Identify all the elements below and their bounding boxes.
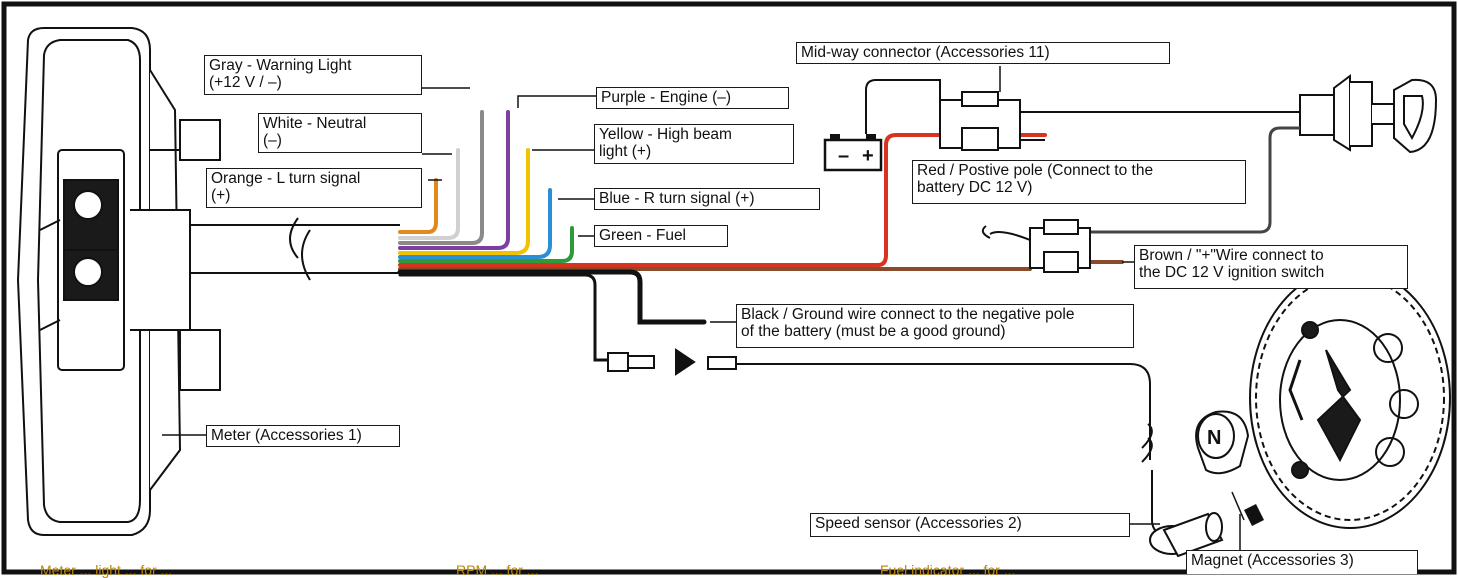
label-speed-sensor: Speed sensor (Accessories 2) — [810, 513, 1130, 537]
label-magnet: Magnet (Accessories 3) — [1186, 550, 1418, 574]
label-brown-line2: the DC 12 V ignition switch — [1139, 264, 1325, 281]
battery-minus: – — [838, 145, 849, 167]
magnet-pole-label: N — [1207, 427, 1221, 449]
wire-white — [398, 148, 460, 240]
label-black-line2: of the battery (must be a good ground) — [741, 323, 1006, 340]
ignition-switch — [1299, 74, 1438, 154]
wire-red — [398, 133, 1047, 267]
magnet: N — [1195, 410, 1264, 526]
wires — [397, 110, 1124, 362]
sensor-connector — [607, 348, 1151, 460]
wire-dark — [398, 273, 610, 362]
main-cable — [190, 217, 400, 281]
label-red-positive: Red / Postive pole (Connect to the batte… — [912, 160, 1246, 204]
label-black-line1: Black / Ground wire connect to the negat… — [741, 306, 1075, 323]
label-gray-warning: Gray - Warning Light (+12 V / –) — [204, 55, 422, 95]
battery-black-lead — [865, 79, 941, 134]
battery: – + — [823, 134, 883, 172]
label-blue-rturn: Blue - R turn signal (+) — [594, 188, 820, 210]
speed-sensor — [1149, 512, 1224, 558]
wire-green — [398, 226, 574, 263]
label-red-line1: Red / Postive pole (Connect to the — [917, 162, 1154, 179]
label-brown-ignition: Brown / "+"Wire connect to the DC 12 V i… — [1134, 245, 1408, 289]
label-purple-engine: Purple - Engine (–) — [596, 87, 789, 109]
label-red-line2: battery DC 12 V) — [917, 179, 1033, 196]
label-meter: Meter (Accessories 1) — [206, 425, 400, 447]
footer-right: Fuel indicator ... for ... — [880, 562, 1016, 578]
label-brown-line1: Brown / "+"Wire connect to — [1139, 247, 1324, 264]
wire-purple — [398, 110, 510, 250]
meter-body — [16, 27, 221, 536]
wire-yellow — [398, 148, 530, 255]
label-orange-lturn: Orange - L turn signal (+) — [206, 168, 422, 208]
midway-connector-top — [939, 91, 1300, 151]
wire-orange — [398, 178, 438, 234]
footer-middle: RPM ... for ... — [456, 562, 539, 578]
label-green-fuel: Green - Fuel — [594, 225, 728, 247]
wire-brown — [398, 260, 1124, 271]
label-black-ground: Black / Ground wire connect to the negat… — [736, 304, 1134, 348]
leader-lines — [162, 87, 1134, 436]
sensor-cable-break — [1141, 423, 1153, 463]
label-white-neutral: White - Neutral (–) — [258, 113, 422, 153]
midway-connector-bottom — [981, 219, 1091, 273]
ignition-wire — [1090, 126, 1300, 234]
brake-disc — [1249, 267, 1451, 529]
label-yellow-highbeam: Yellow - High beam light (+) — [594, 124, 794, 164]
battery-plus: + — [862, 145, 874, 167]
footer-left: Meter ... light ... for ... — [40, 562, 173, 578]
wire-black — [397, 269, 707, 325]
wire-blue — [398, 188, 552, 259]
label-midway-connector: Mid-way connector (Accessories 11) — [796, 42, 1170, 64]
wire-gray — [398, 110, 484, 245]
